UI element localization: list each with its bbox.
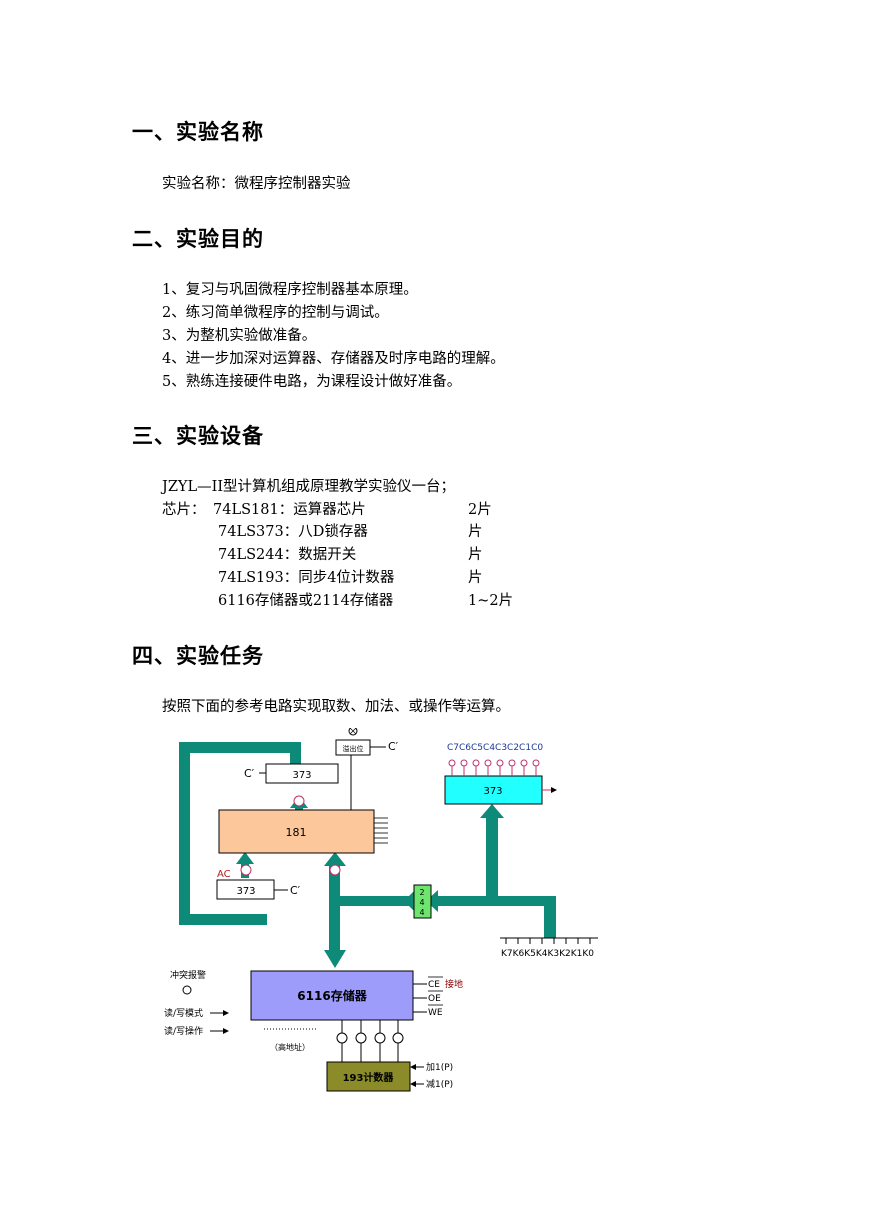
svg-text:溢出位: 溢出位 — [343, 744, 364, 753]
ce-label: CE — [428, 980, 440, 990]
chip-name-2: 74LS373：八D锁存器 — [218, 524, 368, 540]
svg-text:2: 2 — [419, 888, 424, 897]
svg-text:4: 4 — [419, 908, 424, 917]
purpose-item-2: 2、练习简单微程序的控制与调试。 — [162, 305, 389, 321]
chip-name-1: 74LS181：运算器芯片 — [213, 502, 366, 518]
purpose-item-4: 4、进一步加深对运算器、存储器及时序电路的理解。 — [162, 351, 505, 367]
chip-qty-2: 片 — [468, 524, 483, 540]
increment-label: 加1(P) — [426, 1062, 453, 1073]
chip-name-5: 6116存储器或2114存储器 — [218, 593, 394, 609]
latch-373-output — [444, 775, 543, 805]
section-3-heading: 三、实验设备 — [132, 424, 264, 448]
task-line: 按照下面的参考电路实现取数、加法、或操作等运算。 — [162, 699, 510, 715]
chip-qty-3: 片 — [468, 547, 483, 563]
alu-181 — [218, 809, 375, 854]
ac-label: AC — [217, 869, 231, 880]
svg-text:193计数器: 193计数器 — [343, 1071, 395, 1084]
counter-193 — [326, 1061, 411, 1092]
we-label: WE — [428, 1008, 443, 1018]
decrement-label: 减1(P) — [426, 1078, 453, 1090]
svg-text:181: 181 — [286, 826, 307, 839]
k-switch-labels: K7K6K5K4K3K2K1K0 — [501, 949, 594, 959]
chip-qty-4: 片 — [468, 570, 483, 586]
c-prime-overflow: C′ — [388, 740, 399, 753]
c-bit-labels: C7C6C5C4C3C2C1C0 — [447, 743, 543, 753]
data-buses — [179, 742, 556, 968]
ce-ground-note: 接地 — [445, 978, 463, 990]
chip-qty-5: 1~2片 — [468, 593, 514, 609]
oe-label: OE — [428, 994, 441, 1004]
svg-text:373: 373 — [483, 786, 502, 797]
c-prime-top: C′ — [244, 767, 255, 780]
rw-mode-label: 读/写模式 — [164, 1007, 203, 1019]
chip-name-4: 74LS193：同步4位计数器 — [218, 570, 395, 586]
svg-text:373: 373 — [292, 770, 311, 781]
rw-op-label: 读/写操作 — [164, 1025, 203, 1037]
high-address-label: （高地址） — [270, 1042, 310, 1052]
purpose-item-5: 5、熟练连接硬件电路，为课程设计做好准备。 — [162, 374, 462, 390]
c-prime-ac: C′ — [290, 884, 301, 897]
svg-text:373: 373 — [236, 886, 255, 897]
purpose-item-1: 1、复习与巩固微程序控制器基本原理。 — [162, 282, 418, 298]
equipment-line: JZYL—II型计算机组成原理教学实验仪一台； — [162, 479, 456, 495]
svg-text:4: 4 — [419, 898, 424, 907]
circuit-diagram: 373 C′ 溢出位 C′ 181 373 AC C′ 373 C7C6C5C4… — [160, 726, 610, 1102]
chip-name-3: 74LS244：数据开关 — [218, 547, 357, 563]
chip-qty-1: 2片 — [468, 502, 492, 518]
memory-6116 — [250, 970, 414, 1021]
section-1-heading: 一、实验名称 — [132, 120, 264, 144]
buffer-244 — [413, 884, 432, 919]
svg-text:6116存储器: 6116存储器 — [297, 988, 367, 1003]
conflict-alarm-label: 冲突报警 — [170, 969, 206, 981]
experiment-name-line: 实验名称：微程序控制器实验 — [162, 176, 351, 192]
purpose-item-3: 3、为整机实验做准备。 — [162, 328, 317, 344]
section-2-heading: 二、实验目的 — [132, 227, 264, 251]
section-4-heading: 四、实验任务 — [132, 644, 264, 668]
chips-prefix: 芯片： — [162, 502, 206, 518]
